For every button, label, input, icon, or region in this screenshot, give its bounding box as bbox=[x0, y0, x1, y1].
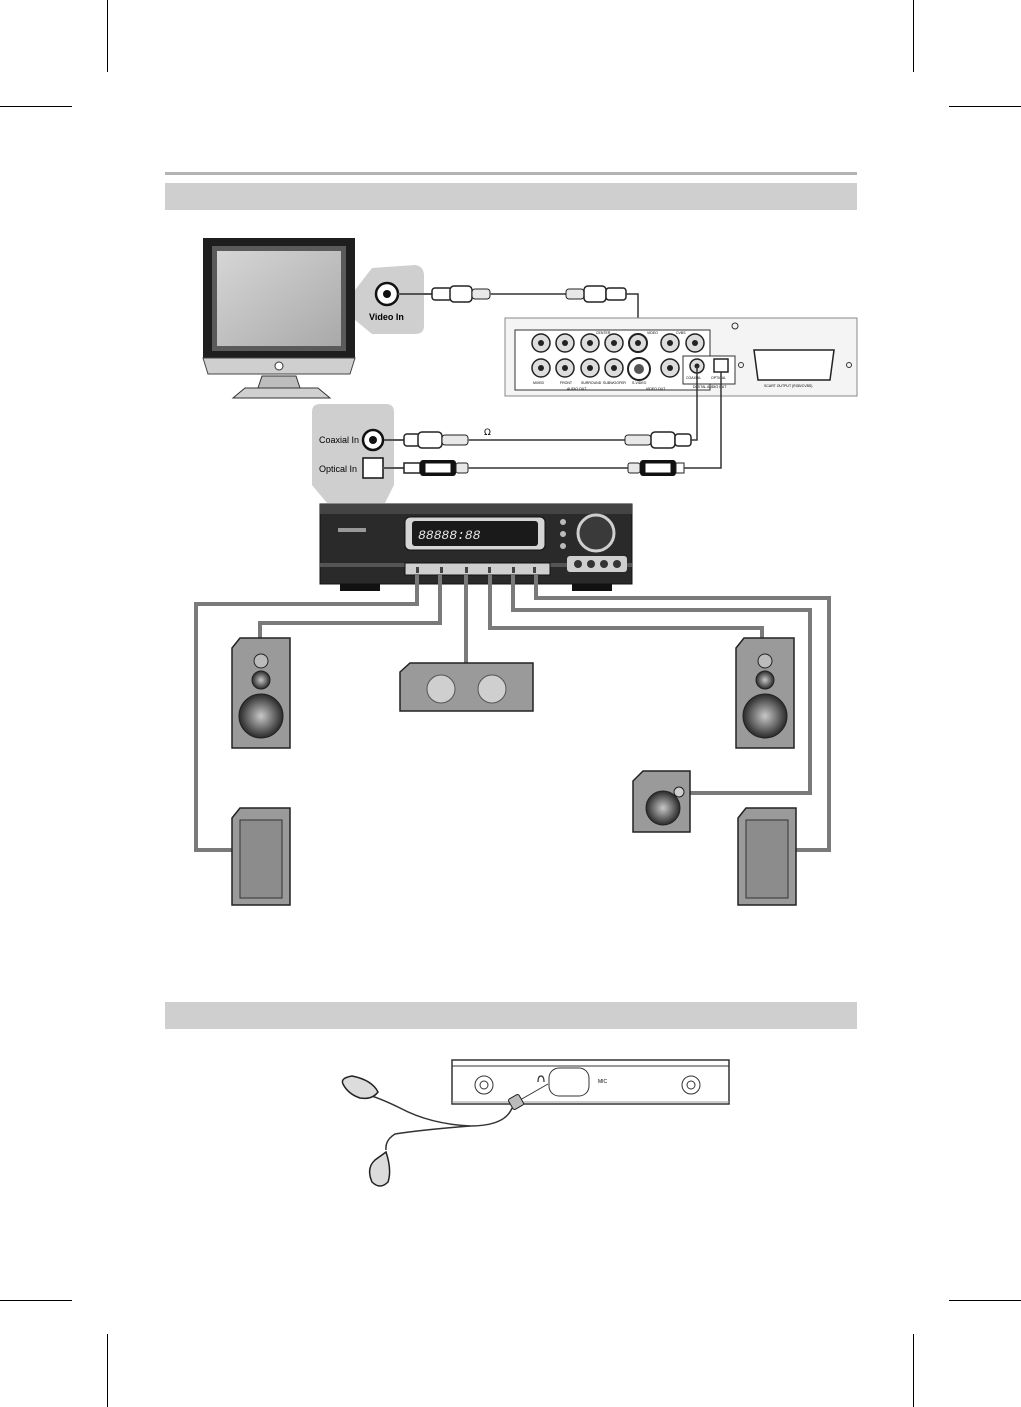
digital-audio-out-label: DIGITAL AUDIO OUT bbox=[693, 385, 727, 389]
speaker-wires bbox=[194, 575, 831, 852]
av-receiver: 88888:88 bbox=[319, 503, 633, 591]
surround-left-speaker bbox=[231, 807, 291, 906]
mic-label: MIC bbox=[598, 1079, 608, 1085]
crop-mark bbox=[949, 1300, 1021, 1301]
crop-mark bbox=[107, 1334, 108, 1407]
crop-mark bbox=[913, 1334, 914, 1407]
mixed-label: MIXED bbox=[533, 381, 545, 385]
crop-mark bbox=[949, 106, 1021, 107]
audio-out-label: AUDIO OUT bbox=[567, 387, 587, 391]
crop-mark bbox=[913, 0, 914, 72]
optical-in-label: Optical In bbox=[319, 464, 357, 474]
ohm-symbol: Ω bbox=[484, 428, 491, 438]
video-out-jacks bbox=[627, 333, 705, 381]
crop-mark bbox=[0, 1300, 72, 1301]
subwoofer-label: SUBWOOFER bbox=[603, 381, 626, 385]
player-back-panel: MIXED FRONT SURROUND SUBWOOFER AUDIO OUT… bbox=[504, 317, 858, 397]
tv-input-callout: Video In bbox=[355, 265, 424, 334]
center-speaker bbox=[399, 662, 534, 712]
surround-label: SURROUND bbox=[581, 381, 602, 385]
s-video-label: S-VIDEO bbox=[632, 381, 647, 385]
coaxial-in-label: Coaxial In bbox=[319, 435, 359, 445]
coaxial-cable: Ω bbox=[384, 366, 698, 449]
coaxial-panel-label: COAXIAL bbox=[686, 376, 701, 380]
scart-port bbox=[753, 349, 835, 381]
section-bar-headphone bbox=[165, 1002, 857, 1029]
front-right-speaker bbox=[735, 637, 795, 749]
crop-mark bbox=[0, 106, 72, 107]
optical-panel-label: OPTICAL bbox=[711, 376, 726, 380]
cvbs-label: CVBS bbox=[676, 331, 686, 335]
surround-right-speaker bbox=[737, 807, 797, 906]
receiver-input-callout: Coaxial In Optical In bbox=[312, 404, 394, 503]
optical-cable bbox=[383, 372, 722, 476]
subwoofer-speaker bbox=[632, 770, 691, 833]
audio-out-jacks bbox=[531, 333, 624, 378]
front-label: FRONT bbox=[560, 381, 573, 385]
top-rule bbox=[165, 172, 857, 175]
television bbox=[202, 238, 356, 399]
digital-audio-out-jacks bbox=[682, 355, 736, 385]
crop-mark bbox=[107, 0, 108, 72]
player-front-panel: MIC bbox=[451, 1059, 730, 1105]
video-label: VIDEO bbox=[647, 331, 658, 335]
center-label: CENTER bbox=[596, 331, 611, 335]
video-out-label: VIDEO OUT bbox=[646, 387, 666, 391]
earphones bbox=[341, 1075, 549, 1187]
receiver-display: 88888:88 bbox=[418, 528, 481, 543]
headphone-icon bbox=[537, 1075, 545, 1083]
front-left-speaker bbox=[231, 637, 291, 749]
scart-label: SCART OUTPUT (RGB/CVBS) bbox=[764, 384, 812, 388]
volume-knob bbox=[576, 513, 616, 553]
section-bar-audio bbox=[165, 183, 857, 210]
video-in-label: Video In bbox=[369, 312, 404, 322]
